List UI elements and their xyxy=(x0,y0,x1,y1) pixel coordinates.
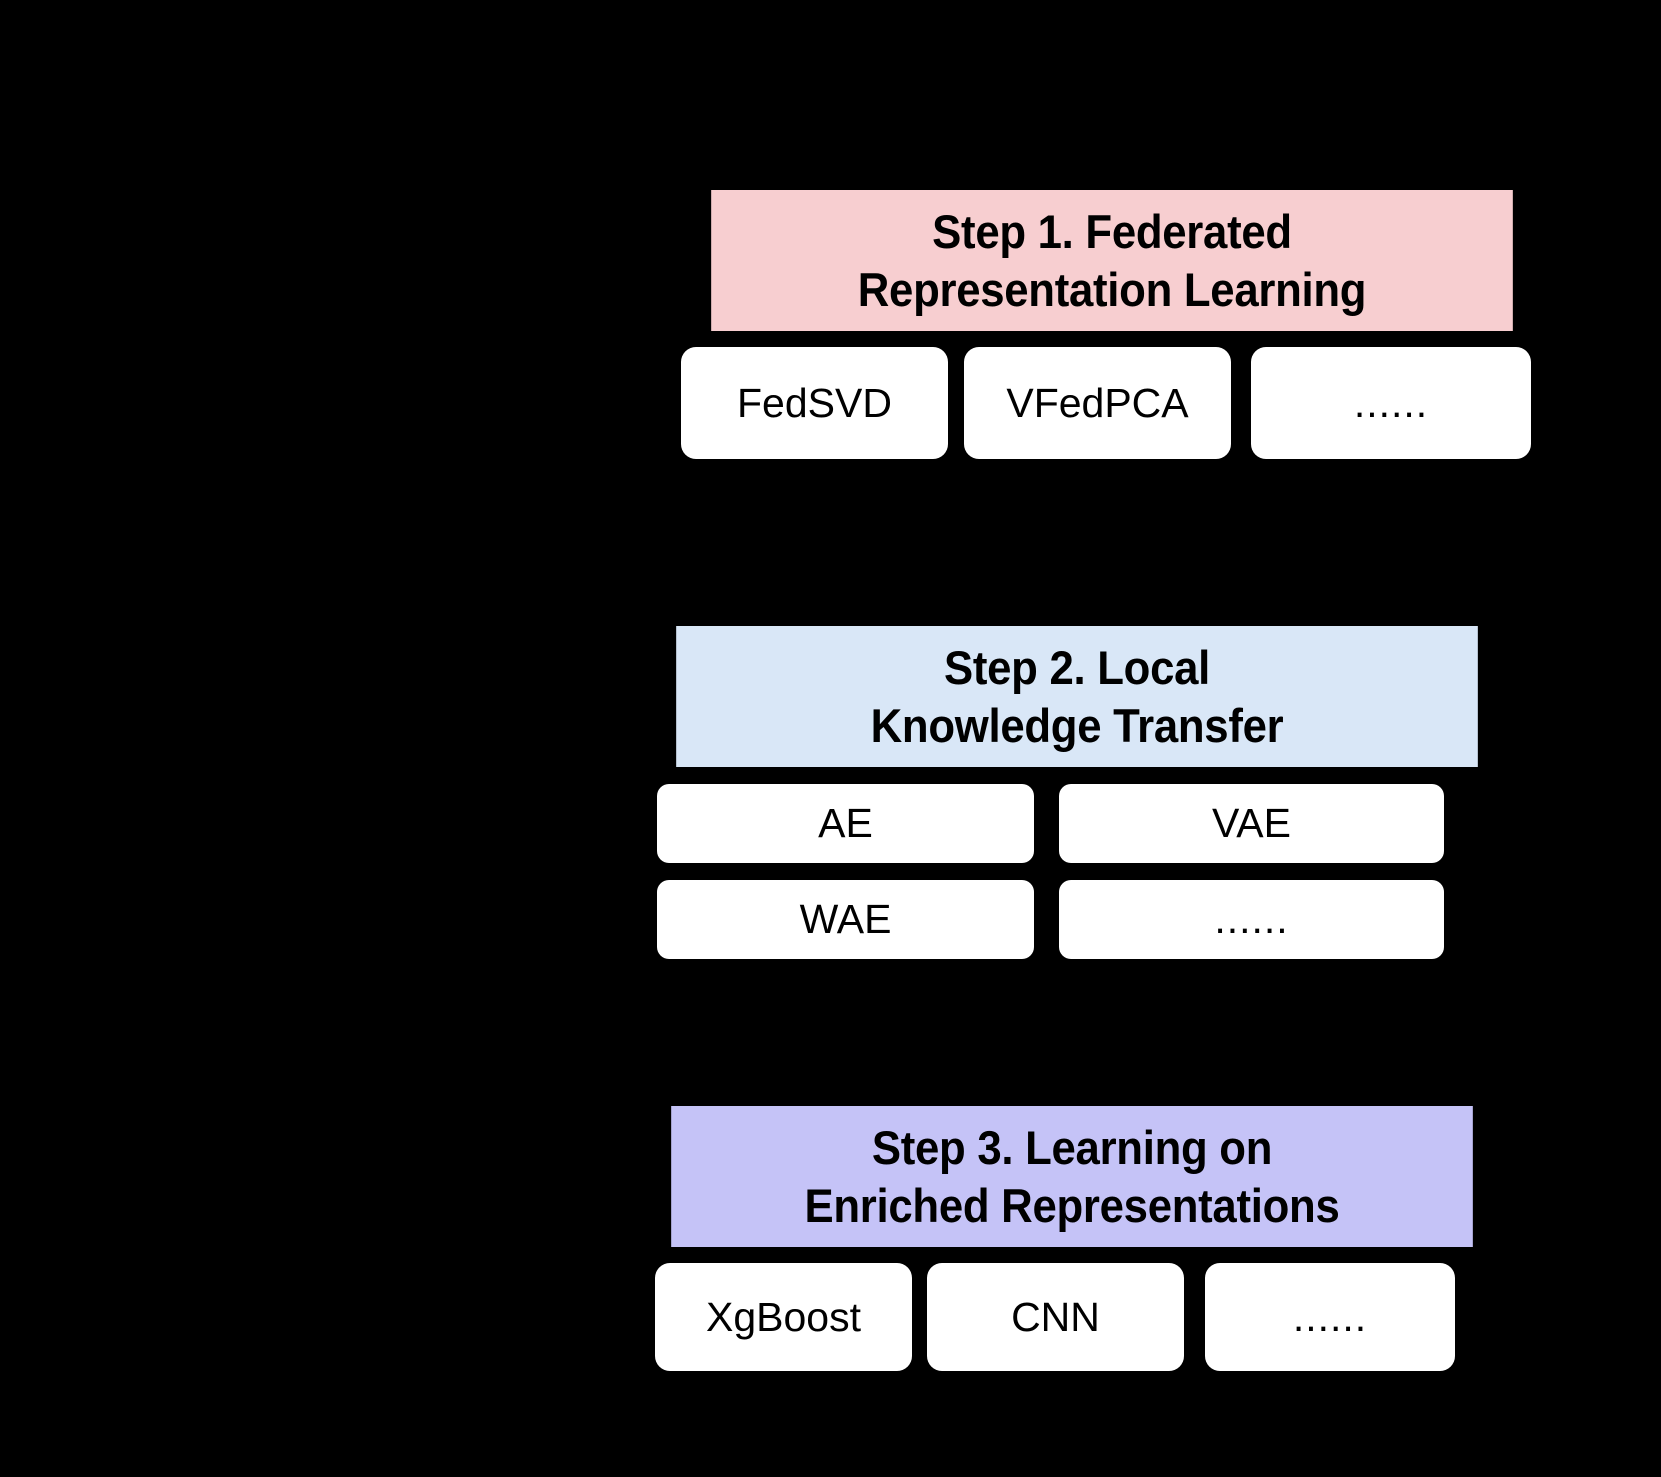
method-box-fedsvd[interactable]: FedSVD xyxy=(681,347,948,459)
method-box-cnn[interactable]: CNN xyxy=(927,1263,1184,1371)
method-box-wae[interactable]: WAE xyxy=(657,880,1034,959)
step-1-group: Step 1. Federated Representation Learnin… xyxy=(681,190,1543,459)
method-box-vae[interactable]: VAE xyxy=(1059,784,1444,863)
step-2-method-row-2: WAE ...... xyxy=(646,880,1508,959)
step-2-header: Step 2. Local Knowledge Transfer xyxy=(676,626,1478,767)
method-box-step2-more[interactable]: ...... xyxy=(1059,880,1444,959)
step-1-header-line-2: Representation Learning xyxy=(857,263,1367,317)
step-3-header: Step 3. Learning on Enriched Representat… xyxy=(671,1106,1473,1247)
method-box-ae[interactable]: AE xyxy=(657,784,1034,863)
method-box-vfedpca[interactable]: VFedPCA xyxy=(964,347,1231,459)
step-1-header: Step 1. Federated Representation Learnin… xyxy=(711,190,1513,331)
step-3-method-row: XgBoost CNN ...... xyxy=(641,1263,1503,1371)
step-3-header-line-2: Enriched Representations xyxy=(804,1179,1340,1233)
step-1-method-row: FedSVD VFedPCA ...... xyxy=(681,347,1543,459)
step-3-group: Step 3. Learning on Enriched Representat… xyxy=(641,1106,1503,1371)
step-1-header-line-1: Step 1. Federated xyxy=(932,205,1292,258)
method-box-xgboost[interactable]: XgBoost xyxy=(655,1263,912,1371)
method-box-step3-more[interactable]: ...... xyxy=(1205,1263,1455,1371)
step-3-header-line-1: Step 3. Learning on xyxy=(871,1121,1273,1174)
step-2-group: Step 2. Local Knowledge Transfer AE VAE … xyxy=(646,626,1508,959)
step-2-method-row-1: AE VAE xyxy=(646,784,1508,863)
step-2-header-line-1: Step 2. Local xyxy=(943,641,1211,694)
step-2-header-line-2: Knowledge Transfer xyxy=(870,699,1284,753)
method-box-step1-more[interactable]: ...... xyxy=(1251,347,1531,459)
